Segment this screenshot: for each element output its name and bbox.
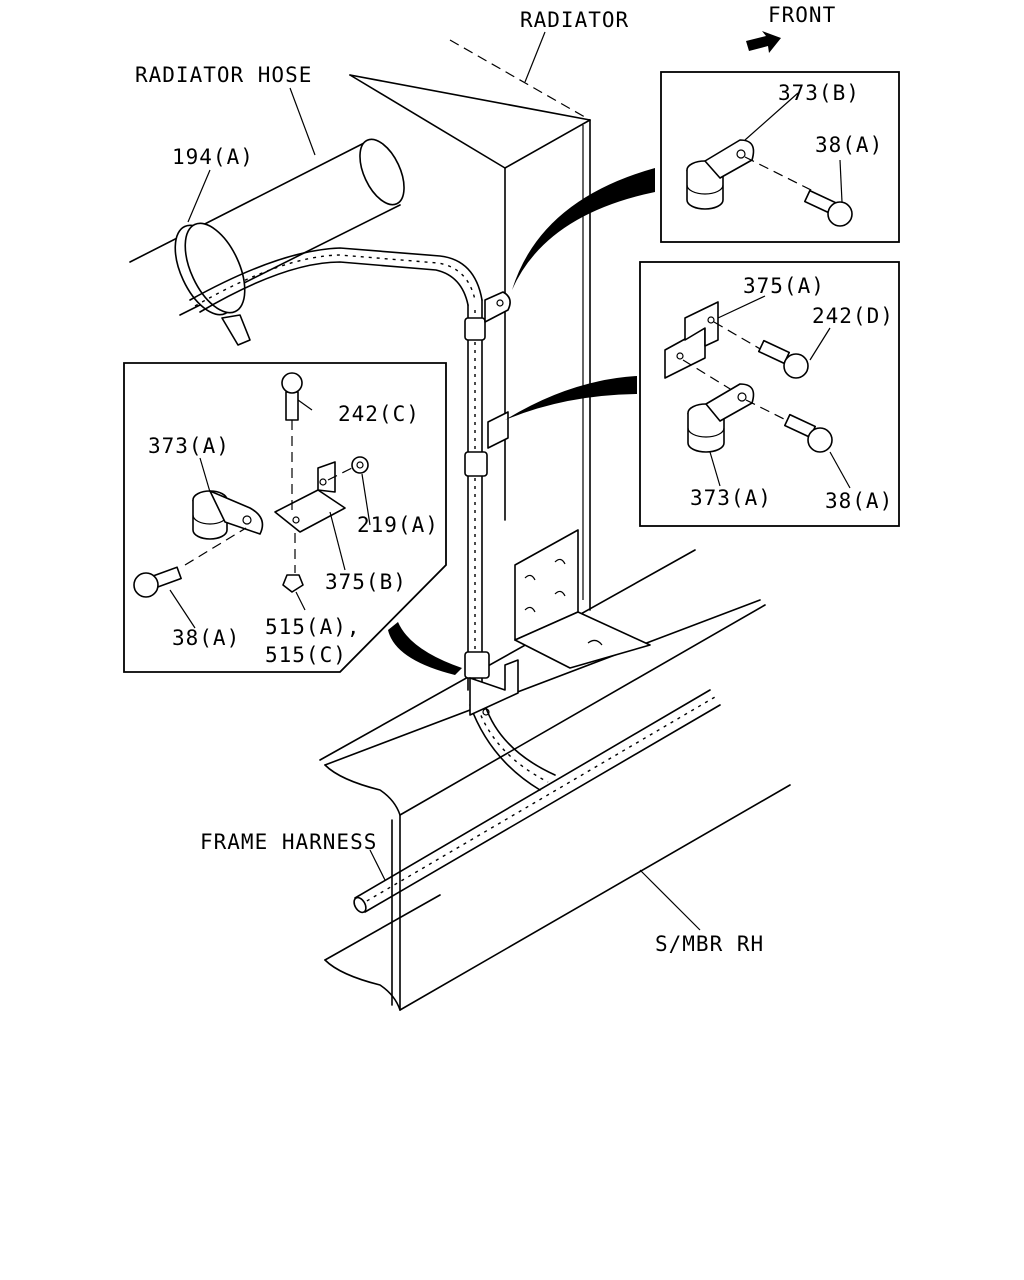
leader-lines [187, 31, 701, 931]
label-left-bolt-top: 242(C) [338, 402, 420, 426]
label-left-washer: 219(A) [357, 513, 439, 537]
callout-sweep-top [512, 168, 655, 290]
label-left-bolt: 38(A) [172, 626, 240, 650]
side-member [319, 549, 791, 1011]
callout-sweep-left [388, 622, 462, 675]
label-frame-harness: FRAME HARNESS [200, 830, 377, 854]
radiator [349, 39, 591, 611]
label-left-nut-1: 515(A), [265, 615, 361, 639]
label-radiator-hose: RADIATOR HOSE [135, 63, 312, 87]
label-top-clip: 373(B) [778, 81, 860, 105]
label-radiator: RADIATOR [520, 8, 629, 32]
label-front: FRONT [768, 3, 836, 27]
label-top-bolt: 38(A) [815, 133, 883, 157]
label-mid-clip: 373(A) [690, 486, 772, 510]
corner-bracket [514, 529, 651, 669]
harness-clips [464, 291, 519, 716]
label-mid-bolt-upper: 242(D) [812, 304, 894, 328]
callout-sweep-middle [505, 376, 637, 420]
label-left-bracket: 375(B) [325, 570, 407, 594]
label-side-member: S/MBR RH [655, 932, 764, 956]
front-arrow-icon [746, 31, 781, 53]
detail-top [660, 71, 900, 243]
label-mid-bracket: 375(A) [743, 274, 825, 298]
label-left-nut-2: 515(C) [265, 643, 347, 667]
radiator-hose [129, 138, 405, 346]
label-left-clip: 373(A) [148, 434, 230, 458]
detail-middle [639, 261, 900, 527]
label-mid-bolt-lower: 38(A) [825, 489, 893, 513]
label-hose-clamp: 194(A) [172, 145, 254, 169]
detail-left [123, 362, 447, 673]
